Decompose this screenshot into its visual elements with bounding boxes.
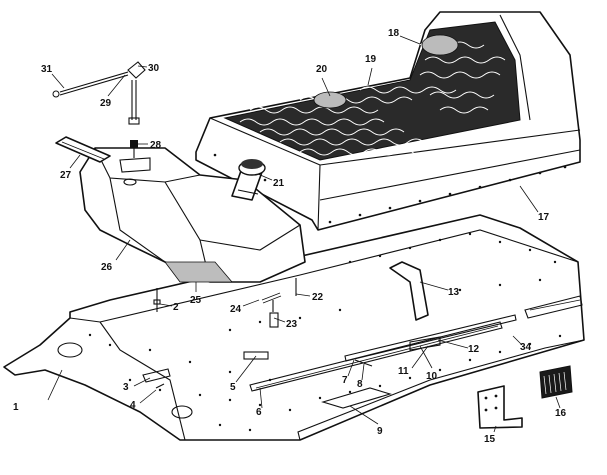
- callout-22: 22: [312, 292, 324, 303]
- callout-31: 31: [41, 64, 53, 75]
- callout-10: 10: [426, 371, 438, 382]
- callout-17: 17: [538, 212, 550, 223]
- callout-2: 2: [173, 302, 179, 313]
- belly-pan: [3, 214, 585, 441]
- callout-24: 24: [230, 304, 242, 315]
- callout-8: 8: [357, 379, 363, 390]
- callout-7: 7: [342, 375, 348, 386]
- callout-25: 25: [190, 295, 202, 306]
- callout-28: 28: [150, 140, 162, 151]
- callout-21: 21: [273, 178, 285, 189]
- callout-11: 11: [398, 366, 409, 377]
- callout-15: 15: [484, 434, 496, 445]
- callout-5: 5: [230, 382, 236, 393]
- callout-19: 19: [365, 54, 377, 65]
- callout-23: 23: [286, 319, 298, 330]
- seat: [195, 11, 581, 231]
- callout-12: 12: [468, 344, 480, 355]
- strap: [55, 136, 111, 163]
- leader-lines: [47, 35, 561, 433]
- callout-20: 20: [316, 64, 328, 75]
- hardware: [142, 278, 441, 409]
- callout-3: 3: [123, 382, 129, 393]
- seat-strap: [389, 261, 429, 321]
- callout-16: 16: [555, 408, 567, 419]
- callout-26: 26: [101, 262, 113, 273]
- fuel-line-assembly: [52, 61, 146, 158]
- callout-27: 27: [60, 170, 72, 181]
- callout-1: 1: [13, 402, 19, 413]
- callout-18: 18: [388, 28, 400, 39]
- callout-9: 9: [377, 426, 383, 437]
- fuel-tank: [79, 147, 306, 283]
- rear-bracket: [477, 385, 523, 429]
- running-board-strip: [249, 314, 517, 392]
- callout-6: 6: [256, 407, 262, 418]
- rear-reflector: [539, 365, 573, 399]
- callout-29: 29: [100, 98, 112, 109]
- callout-30: 30: [148, 63, 160, 74]
- callout-labels: 1 2 3 4 5 6 7 8 9 10 11 12 13 15 16 17 1…: [13, 28, 567, 445]
- callout-4: 4: [130, 400, 136, 411]
- callout-13: 13: [448, 287, 460, 298]
- callout-34: 34: [520, 342, 532, 353]
